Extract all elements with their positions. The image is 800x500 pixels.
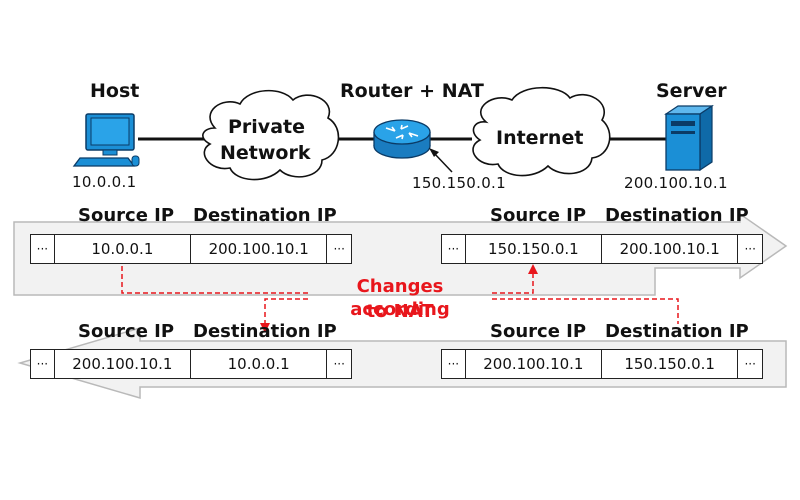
return-private-source-header: Source IP xyxy=(78,321,175,342)
router-ip: 150.150.0.1 xyxy=(412,174,506,192)
nat-annotation-line2: to NAT xyxy=(366,301,434,322)
computer-icon xyxy=(72,113,140,167)
packet-ellipsis: ··· xyxy=(31,235,55,263)
packet-source-ip: 10.0.0.1 xyxy=(55,235,192,263)
router-ip-pointer xyxy=(429,148,453,173)
packet-ellipsis: ··· xyxy=(333,242,345,256)
server-ip: 200.100.10.1 xyxy=(624,174,728,192)
router-label: Router + NAT xyxy=(340,80,484,102)
packet-destination-ip: 10.0.0.1 xyxy=(191,350,328,378)
outbound-private-packet: ··· 10.0.0.1 200.100.10.1 ··· xyxy=(30,234,352,264)
nat-arrowhead-down xyxy=(260,323,270,333)
packet-ellipsis: ··· xyxy=(744,242,756,256)
router-icon xyxy=(373,119,431,159)
return-public-destination-header: Destination IP xyxy=(605,321,749,342)
private-network-label-line1: Private xyxy=(228,116,305,138)
packet-ellipsis: ··· xyxy=(31,350,55,378)
packet-ellipsis: ··· xyxy=(744,357,756,371)
return-private-packet: ··· 200.100.10.1 10.0.0.1 ··· xyxy=(30,349,352,379)
outbound-private-destination-header: Destination IP xyxy=(193,205,337,226)
outbound-public-destination-header: Destination IP xyxy=(605,205,749,226)
packet-ellipsis: ··· xyxy=(333,357,345,371)
packet-ellipsis: ··· xyxy=(442,235,466,263)
packet-source-ip: 150.150.0.1 xyxy=(466,235,603,263)
nat-annotation-line1: Changes according xyxy=(350,276,450,320)
packet-destination-ip: 150.150.0.1 xyxy=(602,350,739,378)
host-ip: 10.0.0.1 xyxy=(72,173,137,191)
host-label: Host xyxy=(90,80,140,102)
server-label: Server xyxy=(656,80,727,102)
private-network-cloud xyxy=(202,89,340,181)
packet-destination-ip: 200.100.10.1 xyxy=(191,235,328,263)
outbound-private-source-header: Source IP xyxy=(78,205,175,226)
server-icon xyxy=(664,104,714,172)
packet-ellipsis: ··· xyxy=(442,350,466,378)
nat-change-connector xyxy=(121,266,679,325)
outbound-public-packet: ··· 150.150.0.1 200.100.10.1 ··· xyxy=(441,234,763,264)
outbound-public-source-header: Source IP xyxy=(490,205,587,226)
internet-label: Internet xyxy=(496,127,584,149)
packet-source-ip: 200.100.10.1 xyxy=(55,350,192,378)
return-public-source-header: Source IP xyxy=(490,321,587,342)
packet-destination-ip: 200.100.10.1 xyxy=(602,235,739,263)
return-private-destination-header: Destination IP xyxy=(193,321,337,342)
private-network-label-line2: Network xyxy=(220,142,311,164)
return-public-packet: ··· 200.100.10.1 150.150.0.1 ··· xyxy=(441,349,763,379)
nat-arrowhead-up xyxy=(528,264,538,274)
packet-source-ip: 200.100.10.1 xyxy=(466,350,603,378)
internet-cloud xyxy=(472,87,611,177)
return-flow-arrow xyxy=(17,327,787,399)
